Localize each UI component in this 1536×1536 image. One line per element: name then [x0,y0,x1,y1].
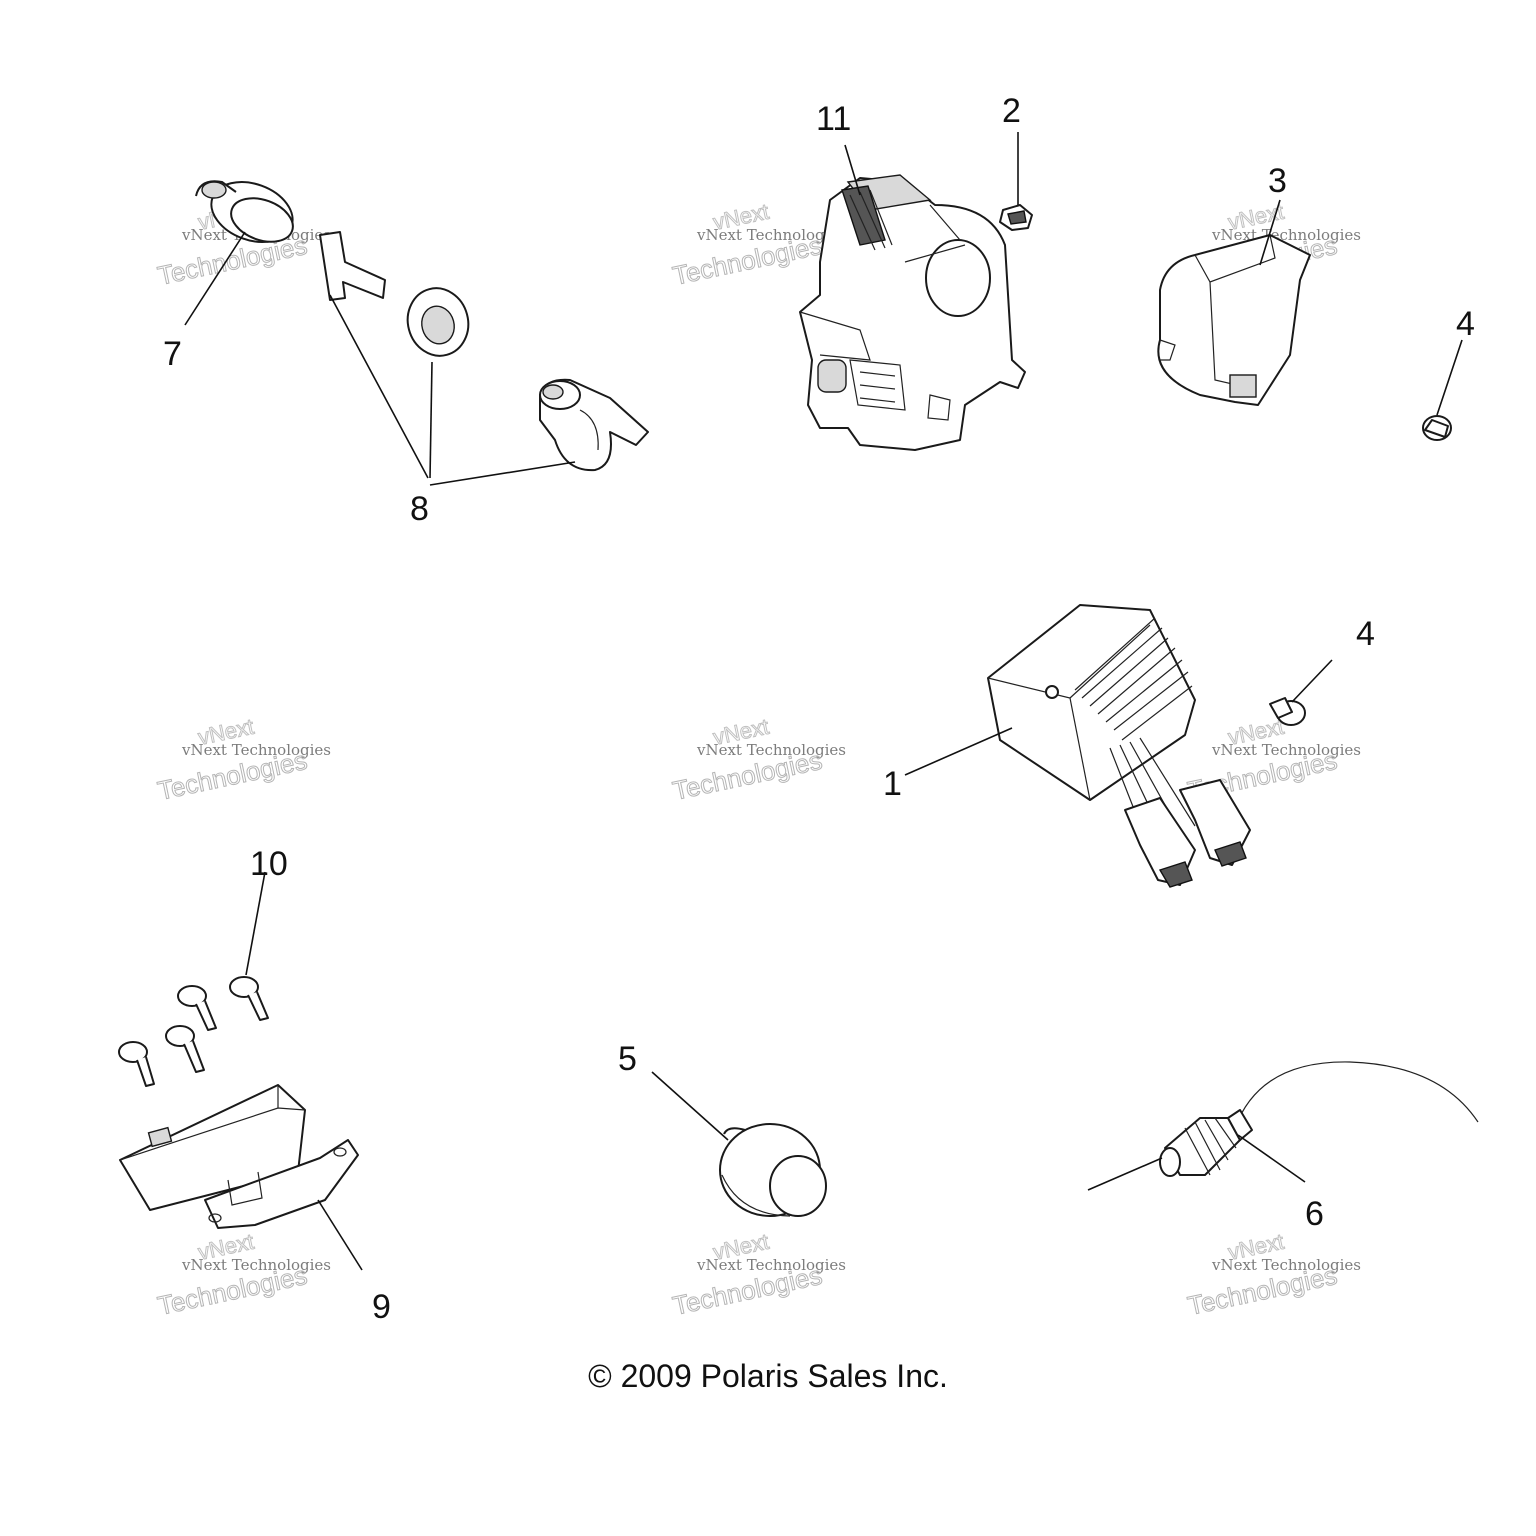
callout-7: 7 [163,335,182,373]
leader-11 [844,144,861,196]
leader-6 [1237,1134,1306,1183]
watermark-bl: vNext vNext Technologies Technologies [155,1228,332,1321]
leader-8-nut [429,361,433,479]
svg-text:vNext Technologies: vNext Technologies [696,741,846,759]
leader-7 [184,231,246,326]
screw-1 [229,976,269,1021]
callout-2: 2 [1002,92,1021,130]
leader-4-top [1436,339,1463,416]
part-8-nut [406,287,470,357]
part-11-control-housing [799,174,1026,451]
svg-text:vNext Technologies: vNext Technologies [1211,741,1361,759]
leader-8-key [329,294,429,479]
svg-text:vNext Technologies: vNext Technologies [696,226,846,244]
callout-4-mid: 4 [1356,615,1375,653]
svg-text:vNext Technologies: vNext Technologies [1211,1256,1361,1274]
part-2-clip [999,204,1033,231]
watermark-ml: vNext vNext Technologies Technologies [155,713,332,806]
svg-text:vNext Technologies: vNext Technologies [181,741,331,759]
part-6-sensor [1159,1061,1479,1177]
screw-2 [177,985,217,1031]
part-9-coil-module [119,1084,359,1229]
leader-3 [1259,199,1281,266]
part-10-screws [118,976,269,1087]
leader-10 [245,871,266,976]
part-3-control-module [1157,234,1311,406]
svg-text:vNext Technologies: vNext Technologies [1211,226,1361,244]
leader-8-body [429,461,576,486]
screw-4 [118,1041,155,1087]
sensor-probe-line [1087,1157,1163,1191]
callout-6: 6 [1305,1195,1324,1233]
copyright-notice: © 2009 Polaris Sales Inc. [588,1358,948,1394]
watermark-br: vNext vNext Technologies Technologies [1185,1228,1362,1321]
screw-3 [165,1025,205,1073]
part-4-fastener-top [1422,415,1452,441]
part-5-button [719,1123,827,1217]
svg-text:vNext Technologies: vNext Technologies [696,1256,846,1274]
callout-10: 10 [250,845,288,883]
leader-5 [651,1071,729,1141]
part-7-bezel-ring [195,180,294,243]
callout-3: 3 [1268,162,1287,200]
part-8-key [319,231,386,301]
leader-1 [904,727,1013,776]
part-1-regulator [987,604,1251,888]
callout-9: 9 [372,1288,391,1326]
part-8-switch-body [539,378,649,472]
callout-4-top: 4 [1456,305,1475,343]
part-4-fastener-mid [1269,697,1306,726]
svg-text:vNext Technologies: vNext Technologies [181,1256,331,1274]
callout-5: 5 [618,1040,637,1078]
callout-1: 1 [883,765,902,803]
leader-9 [317,1199,363,1271]
callout-8: 8 [410,490,429,528]
callout-11: 11 [816,100,851,138]
leader-4-mid [1291,659,1333,703]
watermark-mc: vNext vNext Technologies Technologies [670,713,847,806]
watermark-bc: vNext vNext Technologies Technologies [670,1228,847,1321]
